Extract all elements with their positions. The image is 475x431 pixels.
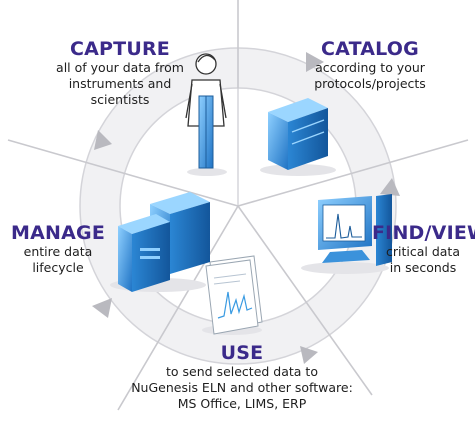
segment-description-line: all of your data from <box>56 60 184 75</box>
arrow-icon <box>300 346 318 364</box>
segment-use: USE to send selected data to NuGenesis E… <box>112 342 372 412</box>
segment-description-line: scientists <box>90 92 150 107</box>
segment-description-line: protocols/projects <box>314 76 426 91</box>
arrow-icon <box>306 52 324 72</box>
database-server-icon <box>260 98 336 176</box>
segment-description-line: instruments and <box>68 76 172 91</box>
segment-description-line: critical data <box>386 244 460 259</box>
arrow-icon <box>92 298 112 318</box>
segment-manage: MANAGE entire data lifecycle <box>6 222 110 276</box>
segment-title: CAPTURE <box>70 38 170 60</box>
segment-description-line: entire data <box>23 244 93 259</box>
segment-description-line: MS Office, LIMS, ERP <box>177 396 307 411</box>
segment-description-line: in seconds <box>389 260 457 275</box>
segment-capture: CAPTURE all of your data from instrument… <box>20 38 220 108</box>
segment-description-line: lifecycle <box>32 260 84 275</box>
segment-description-line: NuGenesis ELN and other software: <box>131 380 353 395</box>
segment-find-view: FIND/VIEW critical data in seconds <box>372 222 475 276</box>
computer-chromatogram-icon <box>301 194 392 274</box>
segment-title: FIND/VIEW <box>372 222 475 244</box>
segment-dividers <box>7 0 469 411</box>
segment-title: USE <box>220 342 264 364</box>
segment-catalog: CATALOG according to your protocols/proj… <box>296 38 444 92</box>
segment-title: CATALOG <box>321 38 419 60</box>
arrow-icon <box>94 130 112 150</box>
arrow-icon <box>380 178 400 196</box>
segment-title: MANAGE <box>11 222 105 244</box>
scientist-icon <box>185 53 227 176</box>
report-document-icon <box>202 255 263 335</box>
segment-description-line: according to your <box>315 60 425 75</box>
segment-description-line: to send selected data to <box>166 364 318 379</box>
cycle-arrows <box>92 52 400 364</box>
server-rack-icon <box>110 192 210 292</box>
